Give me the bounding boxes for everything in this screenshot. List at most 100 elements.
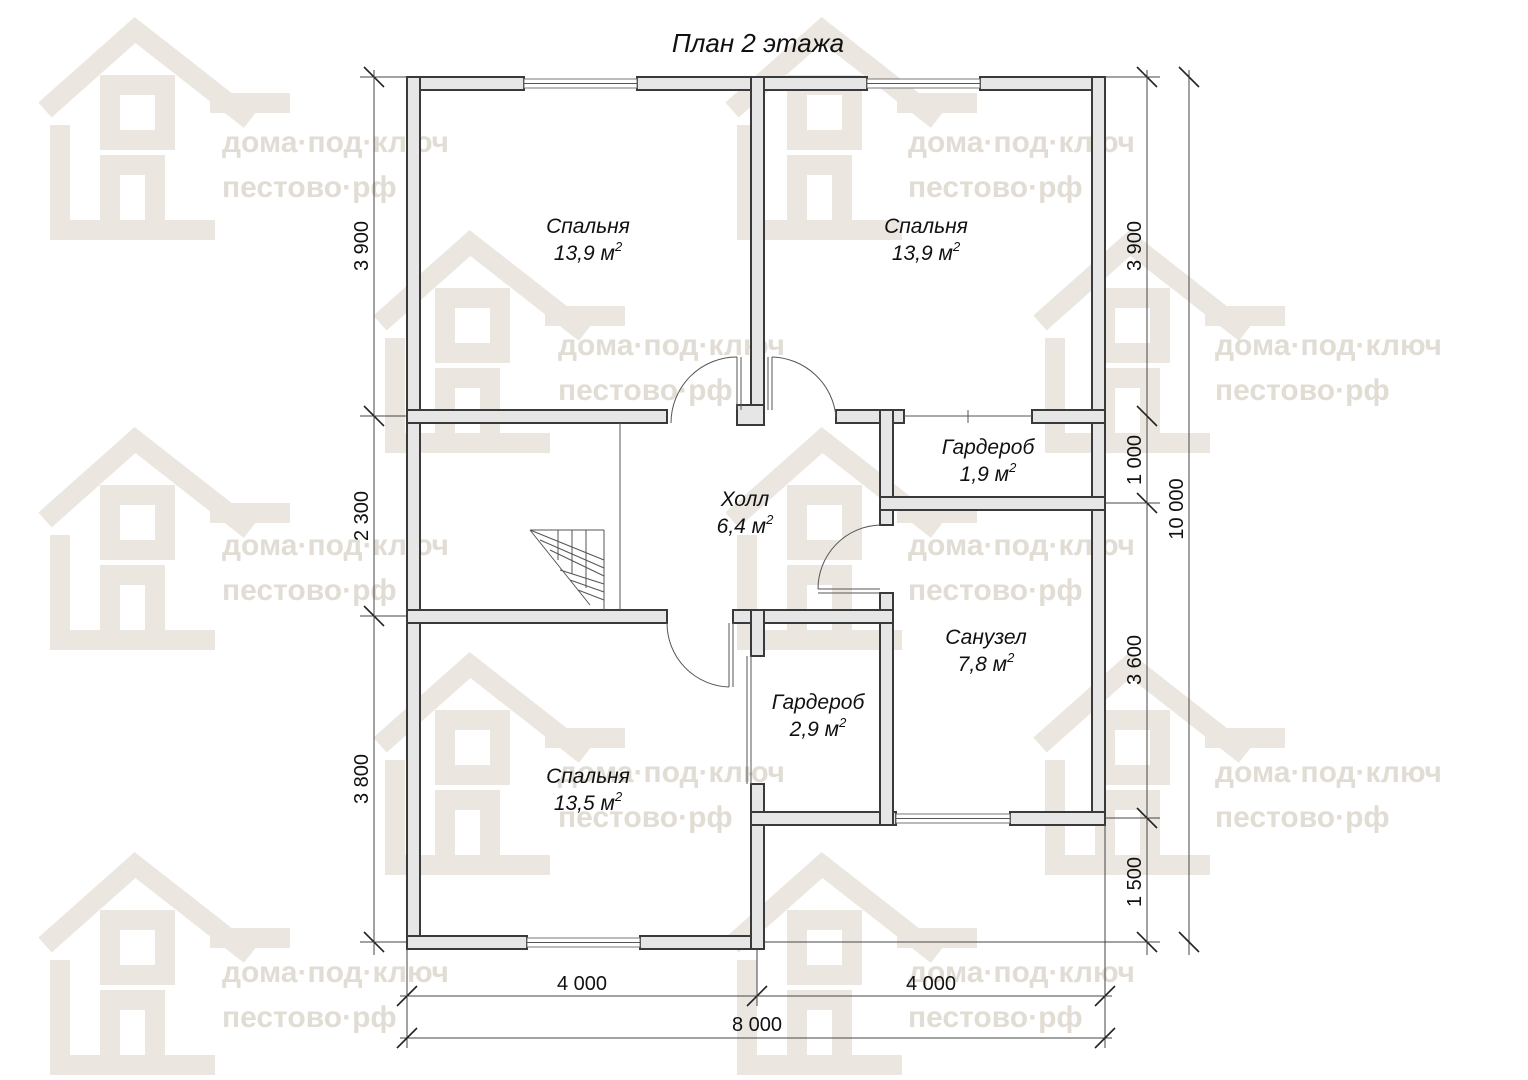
wall [1091, 76, 1106, 826]
stair-step [529, 529, 591, 606]
watermark-line1: дома·под·ключ [908, 956, 1135, 989]
watermark-house-icon [38, 426, 290, 650]
room-area-unit-sup: 2 [838, 715, 847, 730]
door-swing [817, 524, 881, 590]
wall [979, 76, 1106, 91]
room-area: 6,4 м2 [717, 512, 774, 538]
room-area-value: 13,5 м [554, 792, 615, 815]
room-area: 7,8 м2 [958, 650, 1015, 676]
dimension-label: 3 900 [1124, 221, 1146, 271]
room-name: Холл [720, 488, 770, 511]
wall [406, 76, 525, 91]
room-area-unit-sup: 2 [765, 512, 774, 527]
watermark-line2: пестово·рф [222, 574, 397, 607]
wall [406, 935, 528, 950]
wall [736, 404, 765, 426]
watermark-house-icon [1033, 651, 1285, 875]
room-area-unit-sup: 2 [614, 789, 623, 804]
room-area-unit-sup: 2 [614, 239, 623, 254]
door-swing [771, 356, 837, 418]
watermark-line2: пестово·рф [908, 171, 1083, 204]
watermark-line2: пестово·рф [558, 374, 733, 407]
plan-title: План 2 этажа [672, 28, 844, 58]
room-name: Спальня [884, 215, 968, 238]
dimension-lines: 3 900 2 300 3 800 3 900 1 000 3 600 1 50… [351, 66, 1200, 1049]
watermark-line2: пестово·рф [908, 574, 1083, 607]
watermark-line2: пестово·рф [558, 801, 733, 834]
wall [406, 609, 668, 624]
watermark-line2: пестово·рф [1215, 801, 1390, 834]
room-area: 13,5 м2 [554, 789, 623, 815]
dimension-label: 1 500 [1124, 857, 1146, 907]
stair-step [529, 529, 605, 561]
watermark-line1: дома·под·ключ [1215, 756, 1442, 789]
wall [750, 609, 765, 657]
dimension-label: 8 000 [732, 1014, 782, 1036]
watermark-house-icon [38, 851, 290, 1075]
wall [406, 76, 421, 950]
room-area: 13,9 м2 [554, 239, 623, 265]
wall [879, 592, 894, 826]
dimension-label: 3 600 [1124, 635, 1146, 685]
watermark-house-icon [38, 16, 290, 240]
dimension-tick [396, 1027, 418, 1049]
room-area-value: 7,8 м [958, 653, 1007, 676]
watermark: дома·под·ключ пестово·рф дома·под·ключ п… [38, 16, 1442, 1075]
room-area-unit-sup: 2 [952, 239, 961, 254]
dimension-tick [1178, 66, 1200, 88]
dimension-label: 10 000 [1166, 478, 1188, 539]
wall [1009, 811, 1106, 826]
dimension-label: 3 900 [351, 221, 373, 271]
door-swing [666, 622, 730, 688]
walls [406, 76, 1106, 950]
watermark-line1: дома·под·ключ [1215, 329, 1442, 362]
staircase [529, 423, 621, 610]
room-name: Санузел [945, 626, 1027, 649]
watermark-line1: дома·под·ключ [558, 329, 785, 362]
room-area-value: 1,9 м [960, 463, 1009, 486]
wall [639, 935, 765, 950]
wall [750, 811, 897, 826]
dimension-label: 1 000 [1124, 435, 1146, 485]
stair-step [577, 589, 605, 601]
room-area-unit-sup: 2 [1006, 650, 1015, 665]
windows [523, 78, 1011, 948]
stair-step [549, 549, 605, 577]
room-area-value: 13,9 м [892, 242, 953, 265]
room-name: Гардероб [772, 691, 866, 714]
watermark-line2: пестово·рф [908, 1001, 1083, 1034]
wall [750, 76, 765, 414]
room-name: Спальня [546, 765, 630, 788]
door-swing [670, 356, 738, 424]
dimension-label: 2 300 [351, 491, 373, 541]
room-area-value: 13,9 м [554, 242, 615, 265]
watermark-line2: пестово·рф [222, 171, 397, 204]
stair-step [569, 579, 605, 593]
room-name: Спальня [546, 215, 630, 238]
wall [406, 409, 668, 424]
dimension-label: 4 000 [906, 973, 956, 995]
room-area-unit-sup: 2 [1008, 460, 1017, 475]
room-area: 1,9 м2 [960, 460, 1017, 486]
watermark-line2: пестово·рф [222, 1001, 397, 1034]
room-area: 2,9 м2 [789, 715, 847, 741]
wall [732, 609, 894, 624]
dimension-label: 4 000 [557, 973, 607, 995]
stair-step [559, 569, 605, 585]
room-labels: Спальня 13,9 м2 Спальня 13,9 м2 Гардероб… [546, 215, 1035, 815]
wall [750, 783, 765, 950]
room-area-value: 6,4 м [717, 515, 766, 538]
watermark-line2: пестово·рф [1215, 374, 1390, 407]
dimension-tick [1136, 405, 1158, 427]
dimension-label: 3 800 [351, 754, 373, 804]
wall [1031, 409, 1106, 424]
watermark-line1: дома·под·ключ [222, 956, 449, 989]
dimension-tick [1094, 1027, 1116, 1049]
doors [666, 356, 1032, 784]
room-area: 13,9 м2 [892, 239, 961, 265]
room-name: Гардероб [942, 436, 1036, 459]
room-area-value: 2,9 м [789, 718, 839, 741]
wall [879, 496, 1106, 511]
dimension-tick [1178, 931, 1200, 953]
